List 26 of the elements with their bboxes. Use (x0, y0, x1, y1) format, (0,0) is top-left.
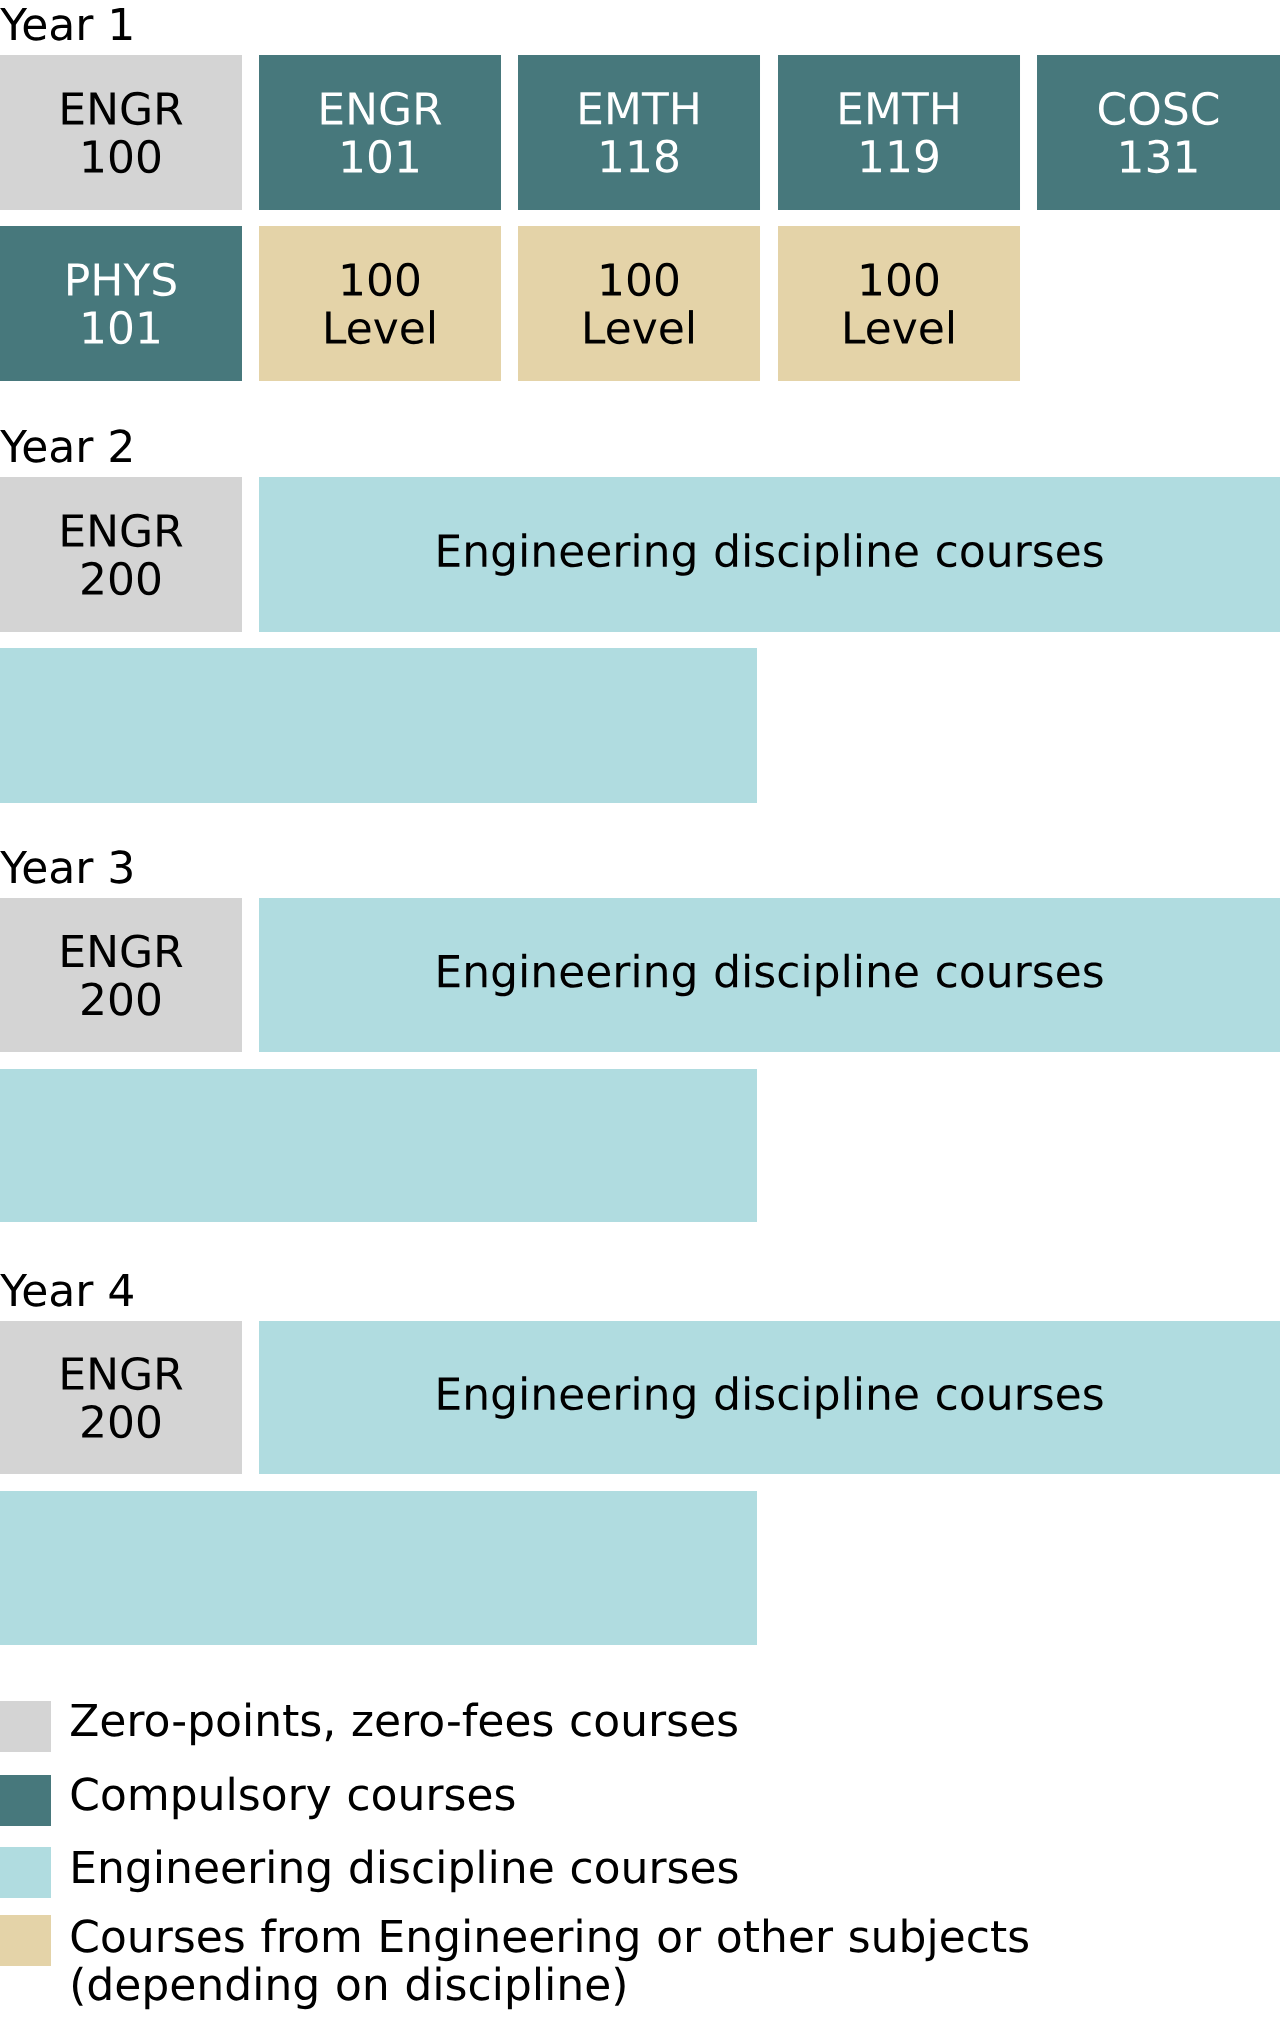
blank-box (0, 1491, 757, 1645)
course-box: Engineering discipline courses (259, 898, 1280, 1052)
legend-label: Compulsory courses (71, 1776, 515, 1820)
course-box: Engineering discipline courses (259, 1321, 1280, 1474)
legend-label: Engineering discipline courses (73, 1849, 738, 1893)
course-box: COSC 131 (1037, 55, 1280, 210)
year-heading: Year 4 (0, 1273, 133, 1307)
course-box: ENGR 100 (0, 55, 242, 210)
legend-label: Courses from Engineering or other subjects (depending on discipline) (71, 1918, 1028, 2010)
year-heading: Year 2 (0, 429, 131, 463)
course-box: Engineering discipline courses (259, 477, 1280, 632)
legend-label: Zero-points, zero-fees courses (71, 1702, 737, 1746)
year-heading: Year 1 (0, 7, 132, 41)
course-box: PHYS 101 (0, 226, 242, 381)
course-box: ENGR 200 (0, 898, 242, 1052)
course-box: 100 Level (518, 226, 760, 381)
course-box: EMTH 119 (778, 55, 1020, 210)
course-box: ENGR 200 (0, 477, 242, 632)
year-heading: Year 3 (0, 850, 132, 884)
course-box: 100 Level (778, 226, 1020, 381)
blank-box (0, 1069, 757, 1222)
course-box: EMTH 118 (518, 55, 760, 210)
course-box: ENGR 200 (0, 1321, 242, 1474)
course-box: 100 Level (259, 226, 501, 381)
blank-box (0, 648, 757, 803)
course-box: ENGR 101 (259, 55, 501, 210)
